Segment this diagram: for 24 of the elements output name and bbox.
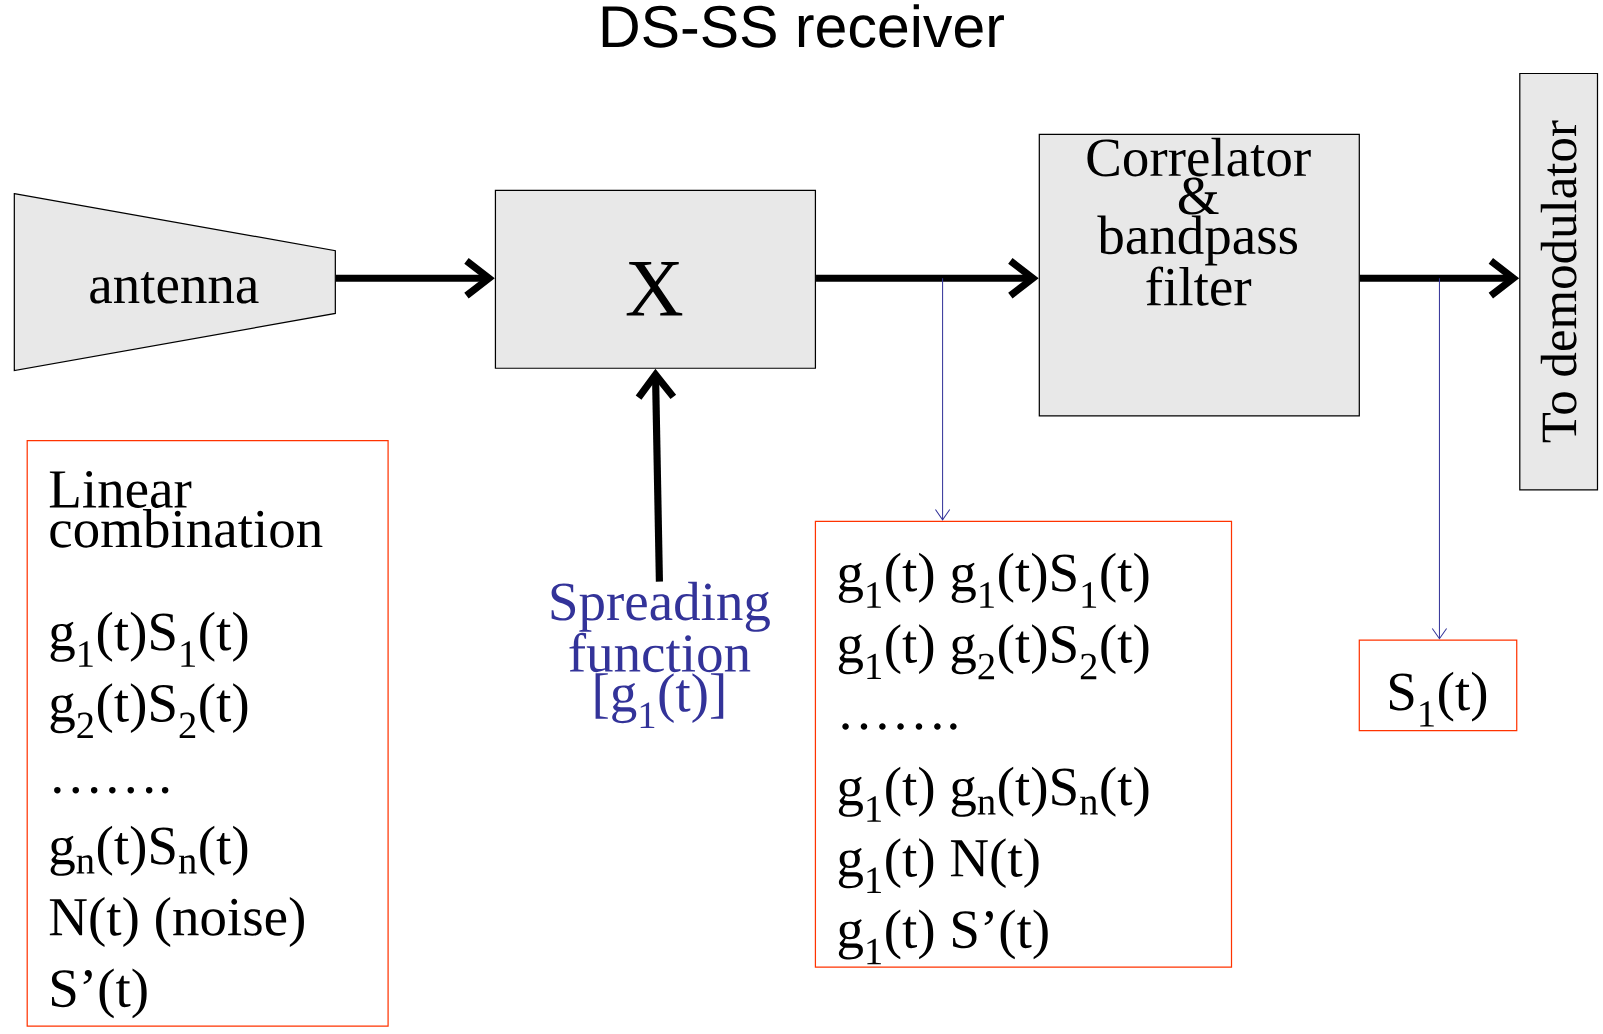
list-item: g$_{1}$(t) g$_{n}$(t)S$_{n}$(t): [838, 767, 1149, 822]
list-item: g$_{2}$(t)S$_{2}$(t): [50, 683, 248, 739]
list-item: g$_{n}$(t)S$_{n}$(t): [50, 826, 248, 877]
multiplier-box: X: [494, 190, 817, 370]
output-box: To demodulator: [1519, 73, 1599, 491]
list-item: g$_{1}$(t) N(t): [838, 838, 1039, 894]
list-item: g$_{1}$(t) S’(t): [838, 909, 1048, 965]
leader-arrow: [934, 278, 951, 521]
label-text: Spreading function [g$_{1}$(t)]: [551, 582, 770, 729]
list-item: …….: [842, 723, 957, 730]
arrow: [335, 258, 495, 299]
leader-arrow: [1431, 278, 1448, 640]
title: DS-SS receiver: [602, 4, 1004, 48]
list-item: S’(t): [51, 968, 147, 1019]
list-item: N(t) (noise): [49, 897, 304, 948]
arrow: [1359, 258, 1520, 299]
antenna-label: antenna: [90, 272, 259, 304]
list-item: g$_{1}$(t)S$_{1}$(t): [50, 612, 248, 667]
process-box: Correlator & bandpass filter: [1038, 133, 1360, 417]
list-item: g$_{1}$(t) g$_{1}$(t)S$_{1}$(t): [838, 553, 1149, 608]
list-item: g$_{1}$(t) g$_{2}$(t)S$_{2}$(t): [838, 624, 1149, 680]
result-box: S$_{1}$(t): [1358, 639, 1518, 732]
list-item: …….: [54, 787, 169, 794]
list-heading: Linear combination: [49, 471, 323, 548]
